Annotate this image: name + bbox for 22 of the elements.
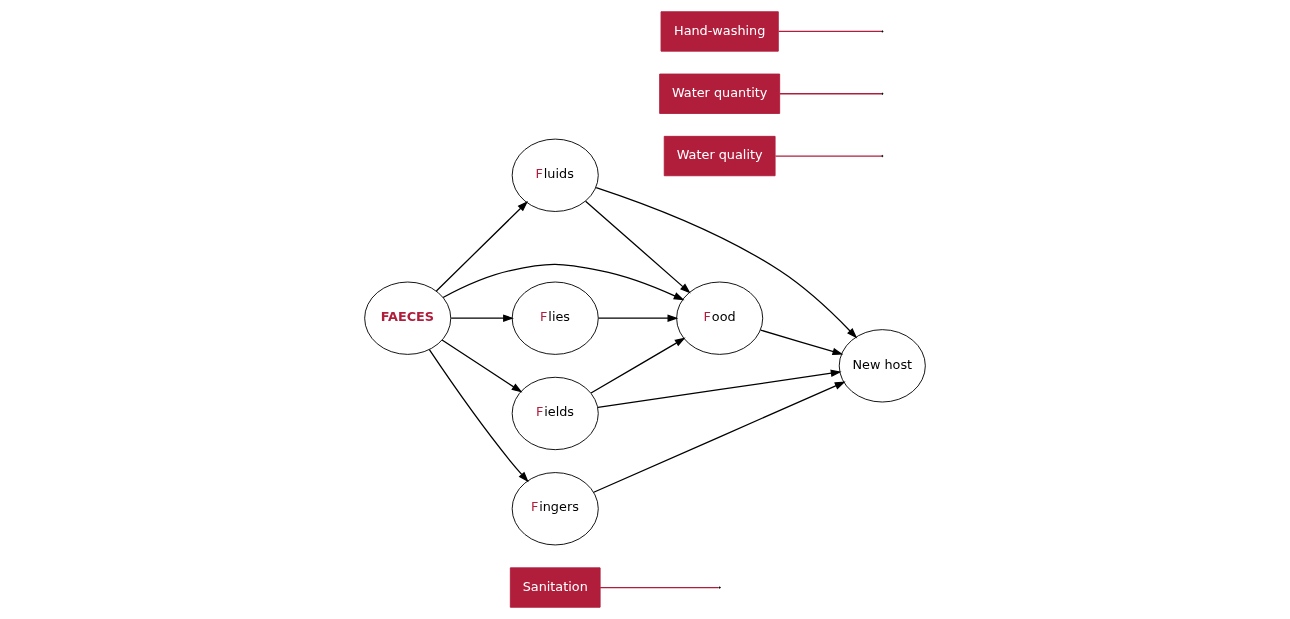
arrow bbox=[584, 200, 691, 294]
node-box: Hand-washing bbox=[660, 11, 779, 52]
arrow bbox=[595, 186, 858, 339]
connector bbox=[774, 155, 882, 157]
node-box: Water quality bbox=[663, 135, 776, 177]
node-box: Sanitation bbox=[509, 567, 601, 608]
arrow bbox=[450, 314, 514, 322]
node-ellipse: FAECES bbox=[364, 281, 452, 355]
arrow bbox=[442, 263, 685, 301]
node-box: Water quantity bbox=[659, 73, 781, 114]
connector bbox=[599, 586, 720, 589]
arrow bbox=[590, 337, 686, 394]
arrow bbox=[428, 349, 529, 483]
arrow bbox=[597, 314, 679, 322]
arrow bbox=[593, 381, 846, 493]
arrow bbox=[760, 329, 844, 356]
arrow bbox=[435, 201, 529, 292]
connector bbox=[778, 30, 882, 33]
node-ellipse: Flies bbox=[511, 281, 599, 355]
connector bbox=[779, 93, 882, 95]
arrow bbox=[441, 339, 523, 393]
arrow bbox=[597, 369, 842, 408]
